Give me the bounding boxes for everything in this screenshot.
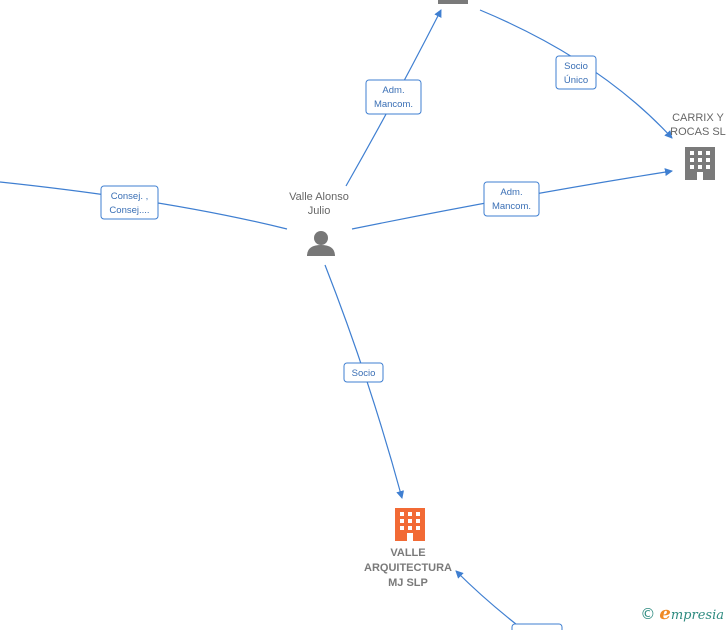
edge-label-adm-mancom-top[interactable]: Adm. Mancom.: [365, 79, 422, 115]
person-node[interactable]: Valle Alonso Julio: [289, 191, 349, 256]
person-name-line-1: Valle Alonso: [289, 191, 349, 203]
brand-logo: empresia: [659, 603, 724, 624]
company-node-carrix[interactable]: CARRIX Y ROCAS SL: [670, 112, 726, 180]
valle-building-icon: [395, 508, 425, 541]
copyright-icon: ©: [640, 604, 656, 623]
edge-label-consej[interactable]: Consej. , Consej....: [100, 185, 159, 220]
carrix-building-icon: [685, 147, 715, 180]
person-name-line-2: Julio: [308, 205, 331, 217]
valle-name-line-1: VALLE: [390, 547, 425, 559]
empresia-watermark: © empresia: [640, 603, 724, 624]
carrix-name-line-2: ROCAS SL: [670, 126, 726, 138]
carrix-name-line-1: CARRIX Y: [672, 112, 724, 124]
svg-text:Consej. ,: Consej. ,: [111, 191, 149, 202]
valle-name-line-3: MJ SLP: [388, 577, 428, 589]
edge-bottom-to-valle: [455, 570, 522, 629]
edge-label-socio[interactable]: Socio: [343, 362, 384, 383]
edge-label-socio-unico[interactable]: Socio Único: [555, 55, 597, 90]
svg-text:Adm.: Adm.: [382, 85, 404, 96]
svg-text:Único: Único: [564, 75, 588, 86]
edge-label-adm-mancom-right[interactable]: Adm. Mancom.: [483, 181, 540, 217]
person-icon: [307, 231, 335, 256]
svg-text:Mancom.: Mancom.: [374, 99, 413, 110]
svg-text:Consej....: Consej....: [109, 205, 149, 216]
company-node-valle-arquitectura[interactable]: VALLE ARQUITECTURA MJ SLP: [364, 508, 452, 589]
top-company-building-icon[interactable]: [438, 0, 468, 4]
svg-text:Socio: Socio: [352, 368, 376, 379]
valle-name-line-2: ARQUITECTURA: [364, 562, 452, 574]
svg-text:Mancom.: Mancom.: [492, 201, 531, 212]
svg-text:Socio: Socio: [564, 61, 588, 72]
svg-text:Adm.: Adm.: [500, 187, 522, 198]
edge-label-bottom-partial[interactable]: [511, 623, 563, 630]
